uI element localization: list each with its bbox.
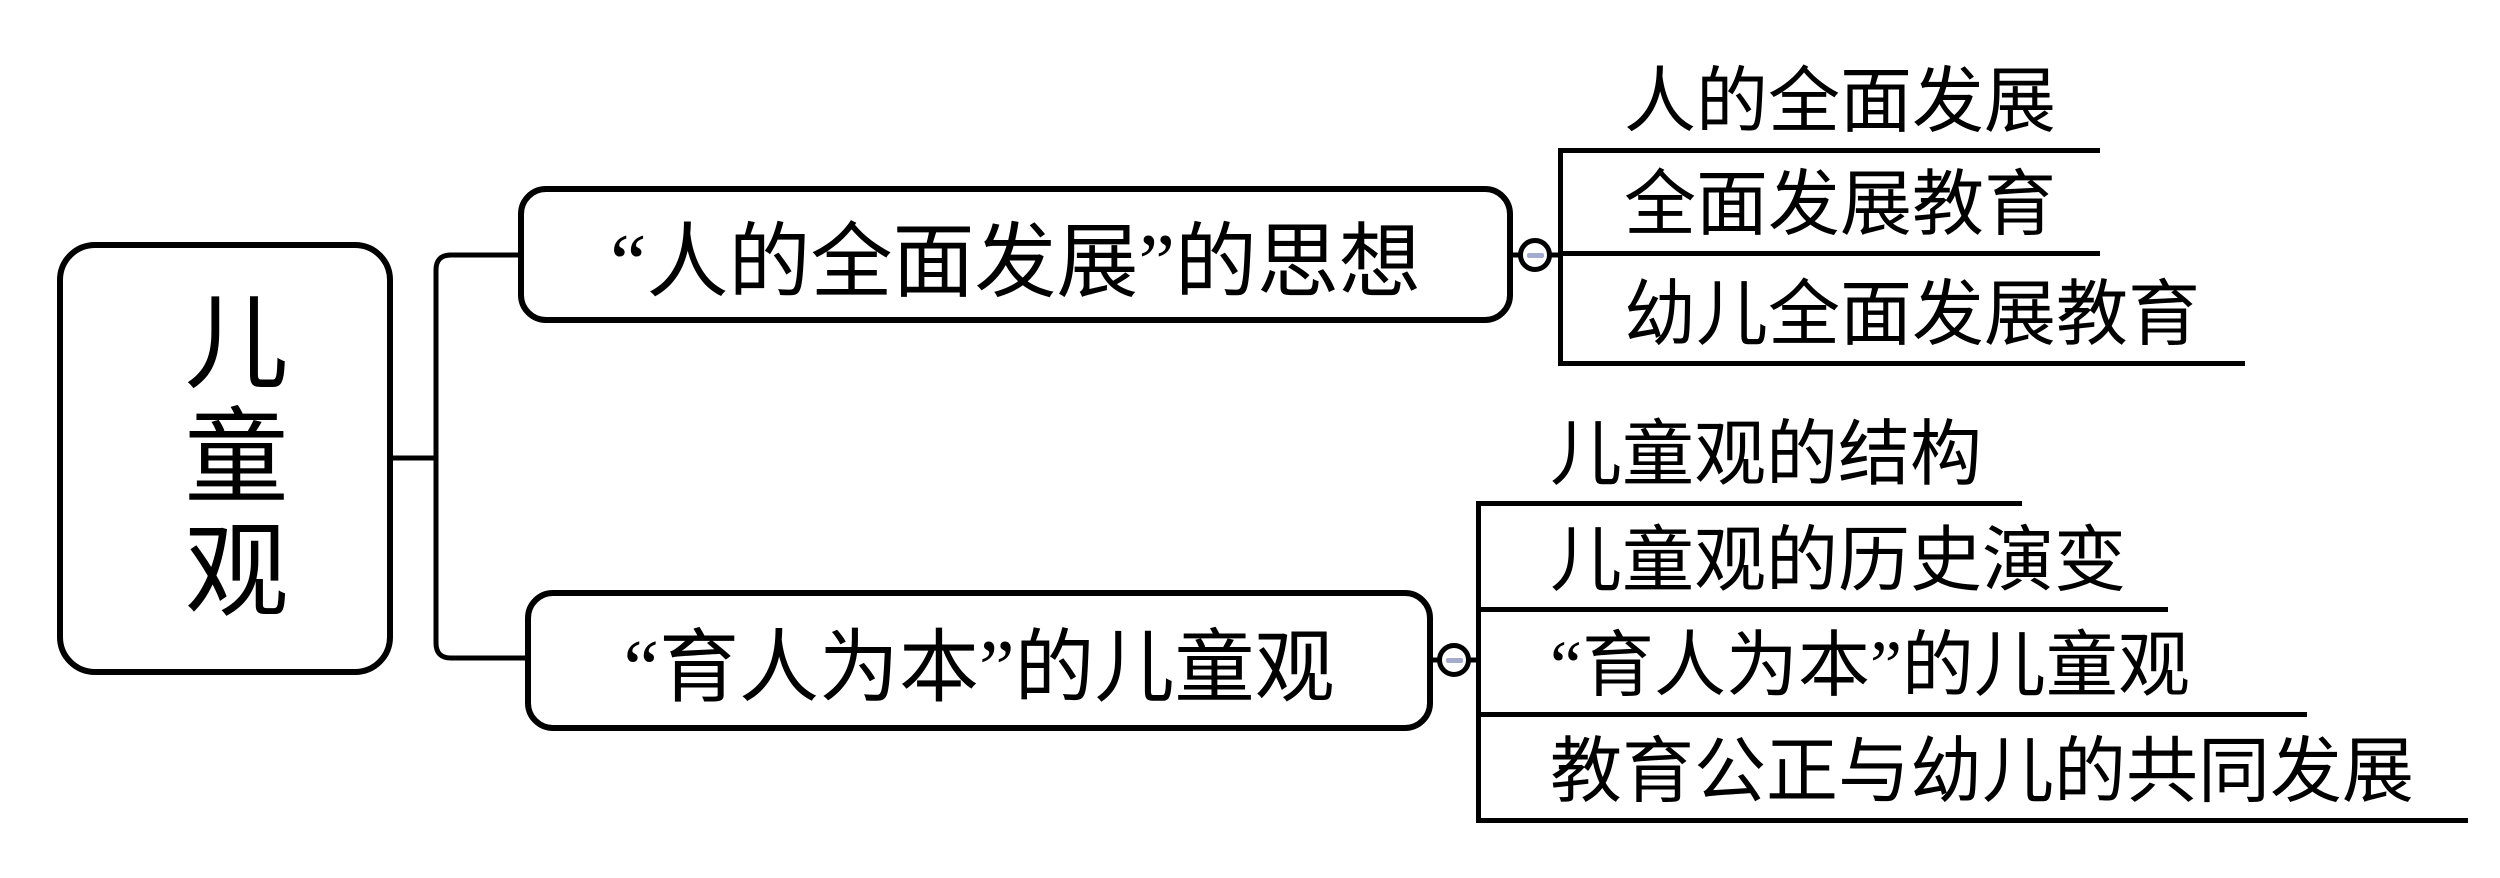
leaf-node-label: 全面发展教育 [1624, 165, 2057, 245]
child-spine-branch-1 [1558, 148, 1563, 366]
leaf-node-2-1[interactable]: 儿童观的结构 [1476, 401, 2022, 506]
leaf-node-label: 儿童观的结构 [1550, 415, 1983, 495]
minus-icon [1445, 657, 1463, 663]
collapse-toggle-branch-1[interactable] [1518, 238, 1552, 272]
branch-node-2-label: “育人为本”的儿童观 [623, 624, 1335, 713]
leaf-node-label: 教育公正与幼儿的共同发展 [1550, 732, 2415, 812]
leaf-node-label: 儿童观的历史演变 [1550, 521, 2127, 601]
root-node-label: 儿童观 [168, 287, 283, 630]
minus-icon [1526, 252, 1544, 258]
leaf-node-1-3[interactable]: 幼儿全面发展教育 [1558, 259, 2245, 366]
leaf-node-1-2[interactable]: 全面发展教育 [1558, 151, 2100, 256]
root-node[interactable]: 儿童观 [57, 242, 393, 675]
leaf-node-2-4[interactable]: 教育公正与幼儿的共同发展 [1476, 715, 2468, 823]
branch-node-1-label: “人的全面发展”的思想 [610, 217, 1421, 308]
leaf-node-label: 幼儿全面发展教育 [1624, 275, 2201, 355]
leaf-node-1-1[interactable]: 人的全面发展 [1558, 48, 2100, 153]
branch-node-2[interactable]: “育人为本”的儿童观 [525, 590, 1433, 731]
child-spine-branch-2 [1476, 501, 1481, 823]
leaf-node-label: 人的全面发展 [1624, 62, 2057, 142]
leaf-node-2-3[interactable]: “育人为本”的儿童观 [1476, 610, 2307, 717]
collapse-toggle-branch-2[interactable] [1437, 643, 1471, 677]
leaf-node-label: “育人为本”的儿童观 [1550, 626, 2190, 706]
branch-bracket [433, 252, 527, 661]
leaf-node-2-2[interactable]: 儿童观的历史演变 [1476, 504, 2168, 612]
branch-node-1[interactable]: “人的全面发展”的思想 [518, 186, 1513, 323]
